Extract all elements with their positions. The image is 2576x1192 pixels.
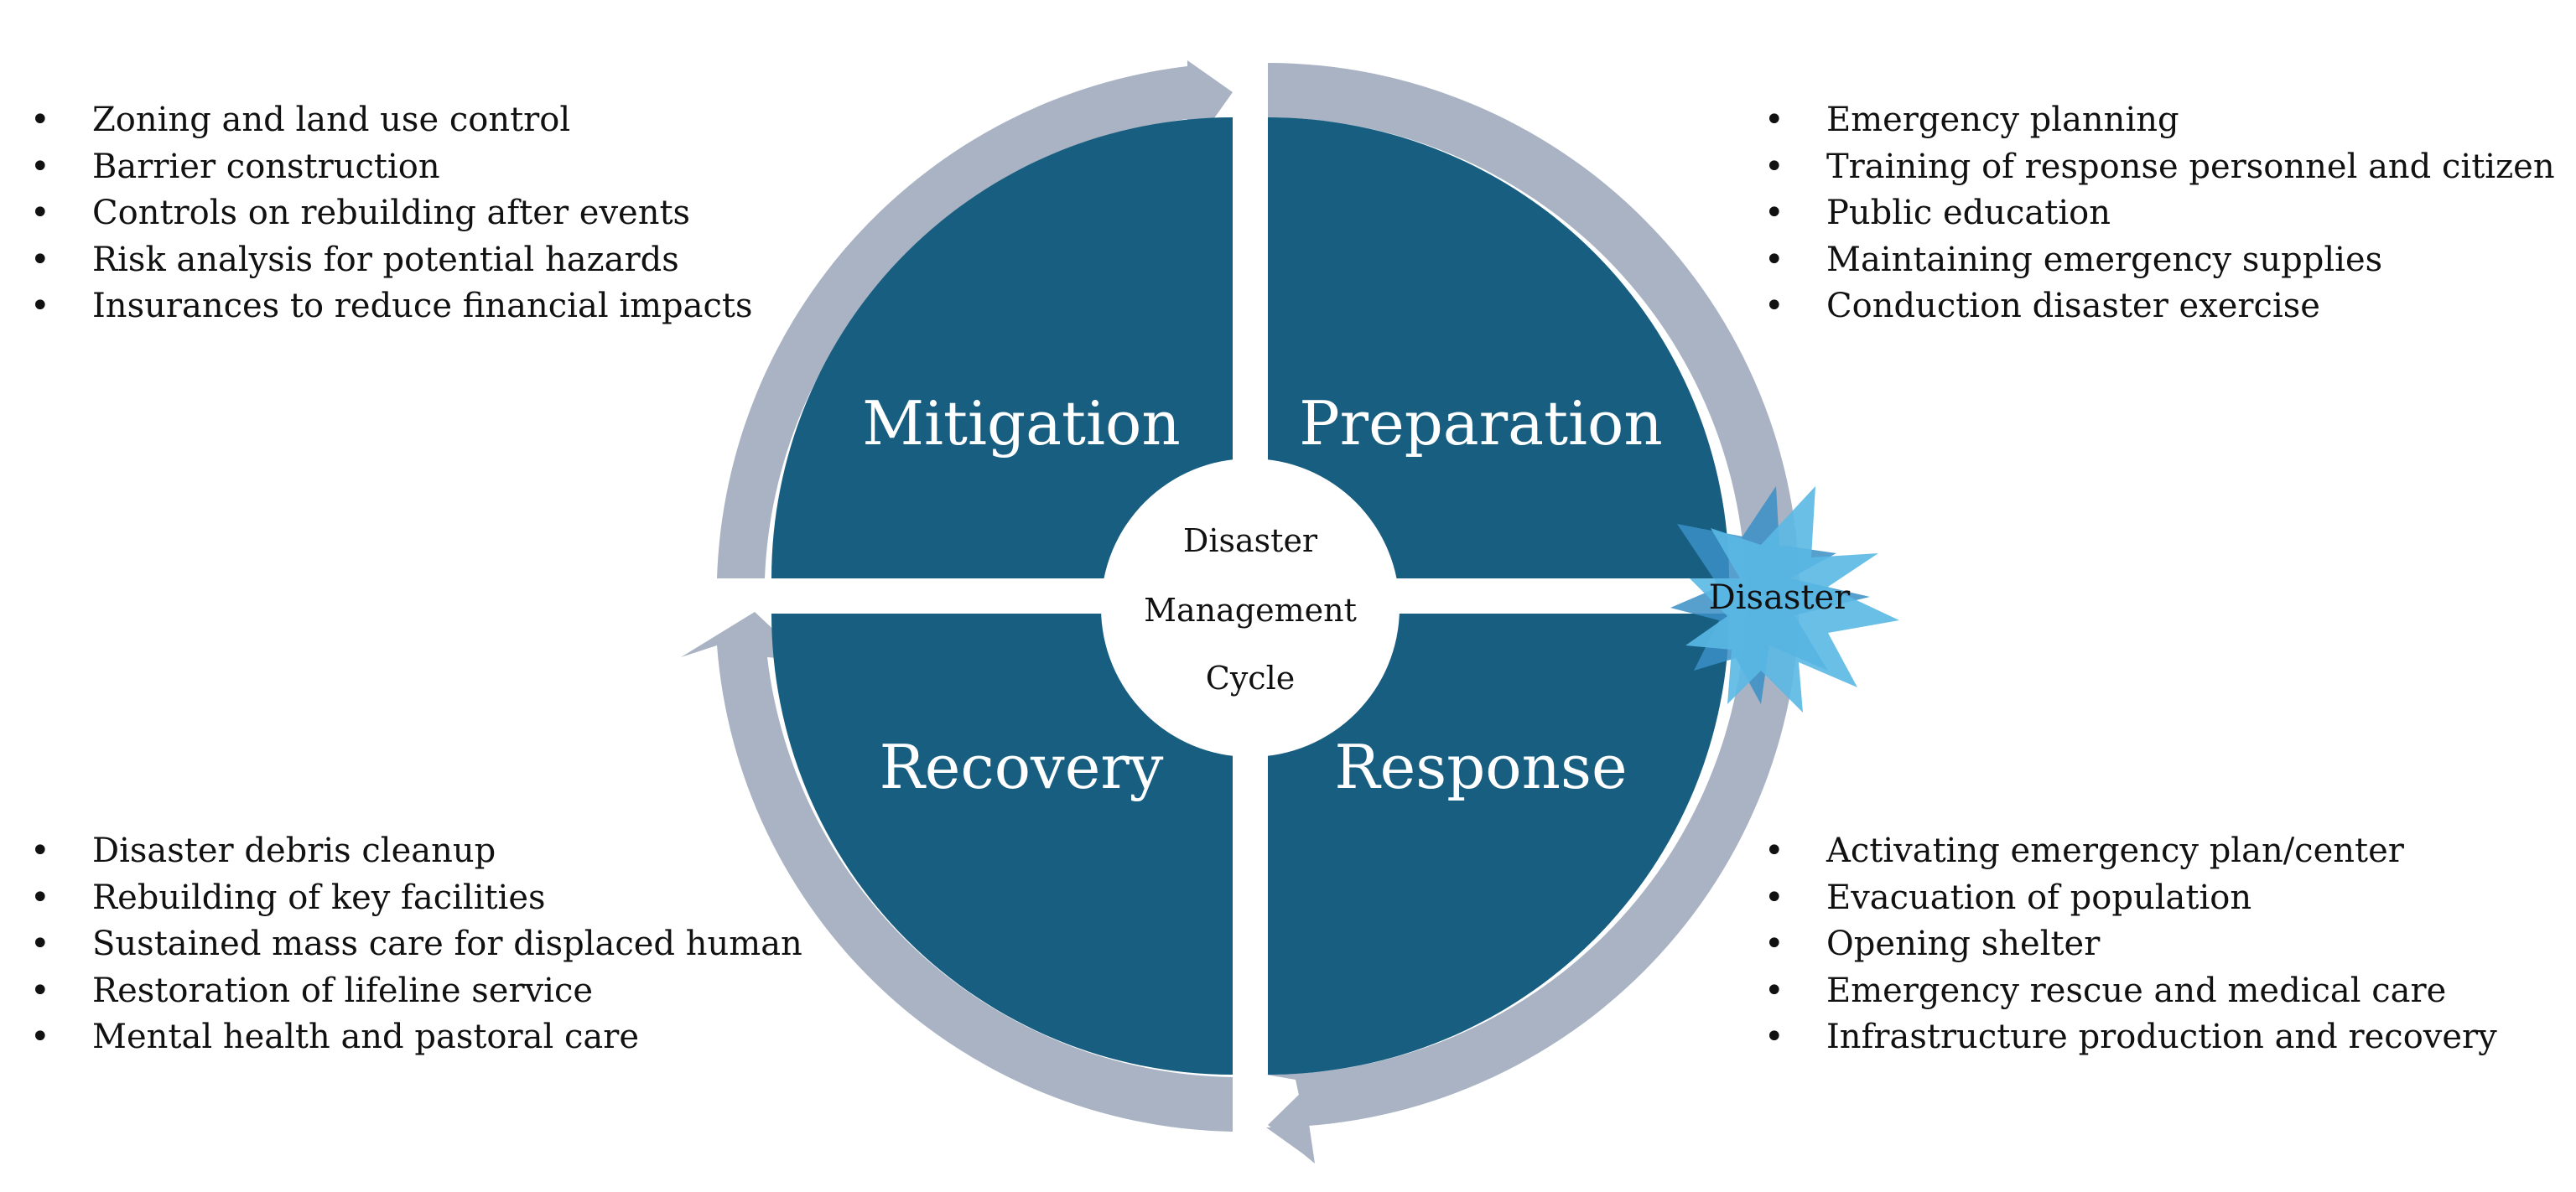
disaster-label: Disaster (1709, 578, 1852, 617)
list-item: Risk analysis for potential hazards (30, 237, 753, 284)
list-item: Maintaining emergency supplies (1764, 237, 2555, 284)
list-item: Infrastructure production and recovery (1764, 1014, 2497, 1061)
center-label-line-1: Disaster (1183, 522, 1318, 559)
list-item: Emergency rescue and medical care (1764, 968, 2497, 1015)
center-circle (1101, 459, 1400, 757)
list-item: Restoration of lifeline service (30, 968, 802, 1015)
quadrant-label-recovery: Recovery (880, 732, 1164, 802)
disaster-burst-front (1685, 486, 1899, 713)
list-item: Rebuilding of key facilities (30, 875, 802, 922)
quadrant-label-mitigation: Mitigation (862, 388, 1180, 459)
list-item: Emergency planning (1764, 97, 2555, 144)
mitigation-activities-list: Zoning and land use control Barrier cons… (30, 97, 753, 330)
ring-arrow-bottom (1268, 1090, 1315, 1163)
list-item: Activating emergency plan/center (1764, 828, 2497, 875)
list-item: Controls on rebuilding after events (30, 190, 753, 237)
response-activities-list: Activating emergency plan/center Evacuat… (1764, 828, 2497, 1061)
center-label-line-3: Cycle (1206, 660, 1295, 697)
list-item: Mental health and pastoral care (30, 1014, 802, 1061)
ring-arrow-right (1266, 63, 1800, 1161)
quadrant-bottom-left (771, 614, 1233, 1075)
list-item: Opening shelter (1764, 921, 2497, 968)
quadrant-label-preparation: Preparation (1299, 388, 1663, 459)
preparation-activities-list: Emergency planning Training of response … (1764, 97, 2555, 330)
list-item: Insurances to reduce financial impacts (30, 283, 753, 330)
list-item: Disaster debris cleanup (30, 828, 802, 875)
quadrant-bottom-right (1268, 614, 1729, 1075)
list-item: Conduction disaster exercise (1764, 283, 2555, 330)
list-item: Public education (1764, 190, 2555, 237)
ring-arrow-top-left (717, 60, 1233, 578)
recovery-activities-list: Disaster debris cleanup Rebuilding of ke… (30, 828, 802, 1061)
list-item: Training of response personnel and citiz… (1764, 144, 2555, 191)
quadrant-top-left (771, 117, 1233, 578)
list-item: Barrier construction (30, 144, 753, 191)
list-item: Sustained mass care for displaced human (30, 921, 802, 968)
list-item: Evacuation of population (1764, 875, 2497, 922)
center-label-line-2: Management (1144, 592, 1357, 629)
list-item: Zoning and land use control (30, 97, 753, 144)
quadrant-label-response: Response (1334, 732, 1627, 802)
quadrant-top-right (1268, 117, 1729, 578)
